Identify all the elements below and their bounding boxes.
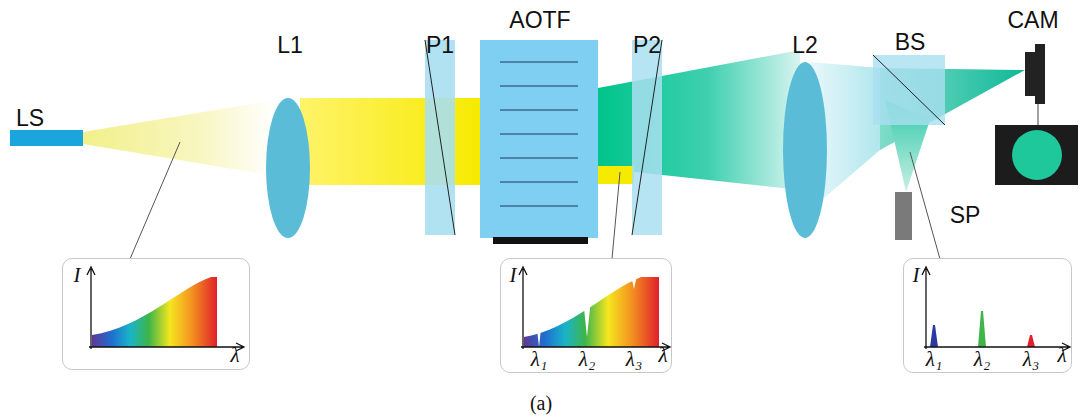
- acoustic-waves: [500, 62, 578, 206]
- zero-order-beam: [598, 166, 634, 184]
- part-label: AOTF: [509, 7, 570, 34]
- axis-label: λ₃: [626, 349, 642, 370]
- axis: [519, 267, 527, 349]
- axis: [87, 267, 95, 349]
- diffracted-beam: [598, 50, 800, 190]
- light-source: [10, 130, 83, 146]
- axis-label: λ₃: [1023, 349, 1039, 370]
- axis-label: λ: [658, 345, 667, 366]
- camera-image: [995, 125, 1078, 185]
- image-spot: [1012, 130, 1062, 180]
- axis-label: I: [510, 265, 517, 286]
- part-label: CAM: [1007, 7, 1058, 34]
- axis: [924, 343, 1070, 351]
- polarizer-p2: [632, 40, 662, 235]
- axis-label: λ: [1057, 345, 1066, 366]
- peak: [1027, 335, 1035, 347]
- part-label: LS: [16, 105, 44, 132]
- peak: [978, 311, 986, 347]
- polarizer-axis: [425, 40, 455, 235]
- axis-label: I: [913, 265, 920, 286]
- spectrometer: [895, 192, 912, 240]
- spectrum-inset: Iλ₁ λ₂ λ₃ λ: [500, 258, 672, 373]
- leader-line: [910, 152, 940, 259]
- lens-l2: [783, 62, 827, 238]
- aotf-crystal: [480, 40, 598, 238]
- filtered-spectrum: [524, 277, 659, 347]
- axis-label: λ₁: [531, 349, 547, 370]
- broad-spectrum: [92, 277, 217, 347]
- spectrum-inset: Iλ: [62, 258, 250, 370]
- axis-label: I: [74, 265, 81, 286]
- lens-l1: [266, 98, 310, 238]
- leader-line: [1038, 104, 1039, 125]
- part-label: P2: [633, 32, 661, 59]
- part-label: L2: [792, 32, 818, 59]
- absorption-dips: [537, 275, 637, 347]
- transducer: [493, 237, 588, 244]
- polarizer-p1: [425, 40, 455, 235]
- part-label: L1: [277, 32, 303, 59]
- axis-label: λ₂: [974, 349, 990, 370]
- leader-line: [130, 142, 180, 259]
- part-label: BS: [895, 29, 926, 56]
- peak: [930, 325, 938, 347]
- polarizer-axis: [632, 40, 662, 235]
- axis-label: λ: [230, 345, 239, 366]
- beam-splitter: [873, 55, 945, 125]
- axis: [89, 343, 244, 351]
- part-label: P1: [426, 32, 454, 59]
- divergent-beam: [83, 100, 275, 176]
- caption: (a): [530, 392, 552, 415]
- spectrum-inset: Iλ₁ λ₂ λ₃ λ: [903, 258, 1072, 373]
- axis-label: λ₂: [579, 349, 595, 370]
- splitter-surface: [873, 55, 945, 125]
- axis-label: λ₁: [926, 349, 942, 370]
- axis: [922, 267, 930, 349]
- part-label: SP: [950, 202, 981, 229]
- camera: [1025, 44, 1045, 104]
- spectrum-plot: [63, 259, 251, 371]
- leader-line: [612, 172, 620, 259]
